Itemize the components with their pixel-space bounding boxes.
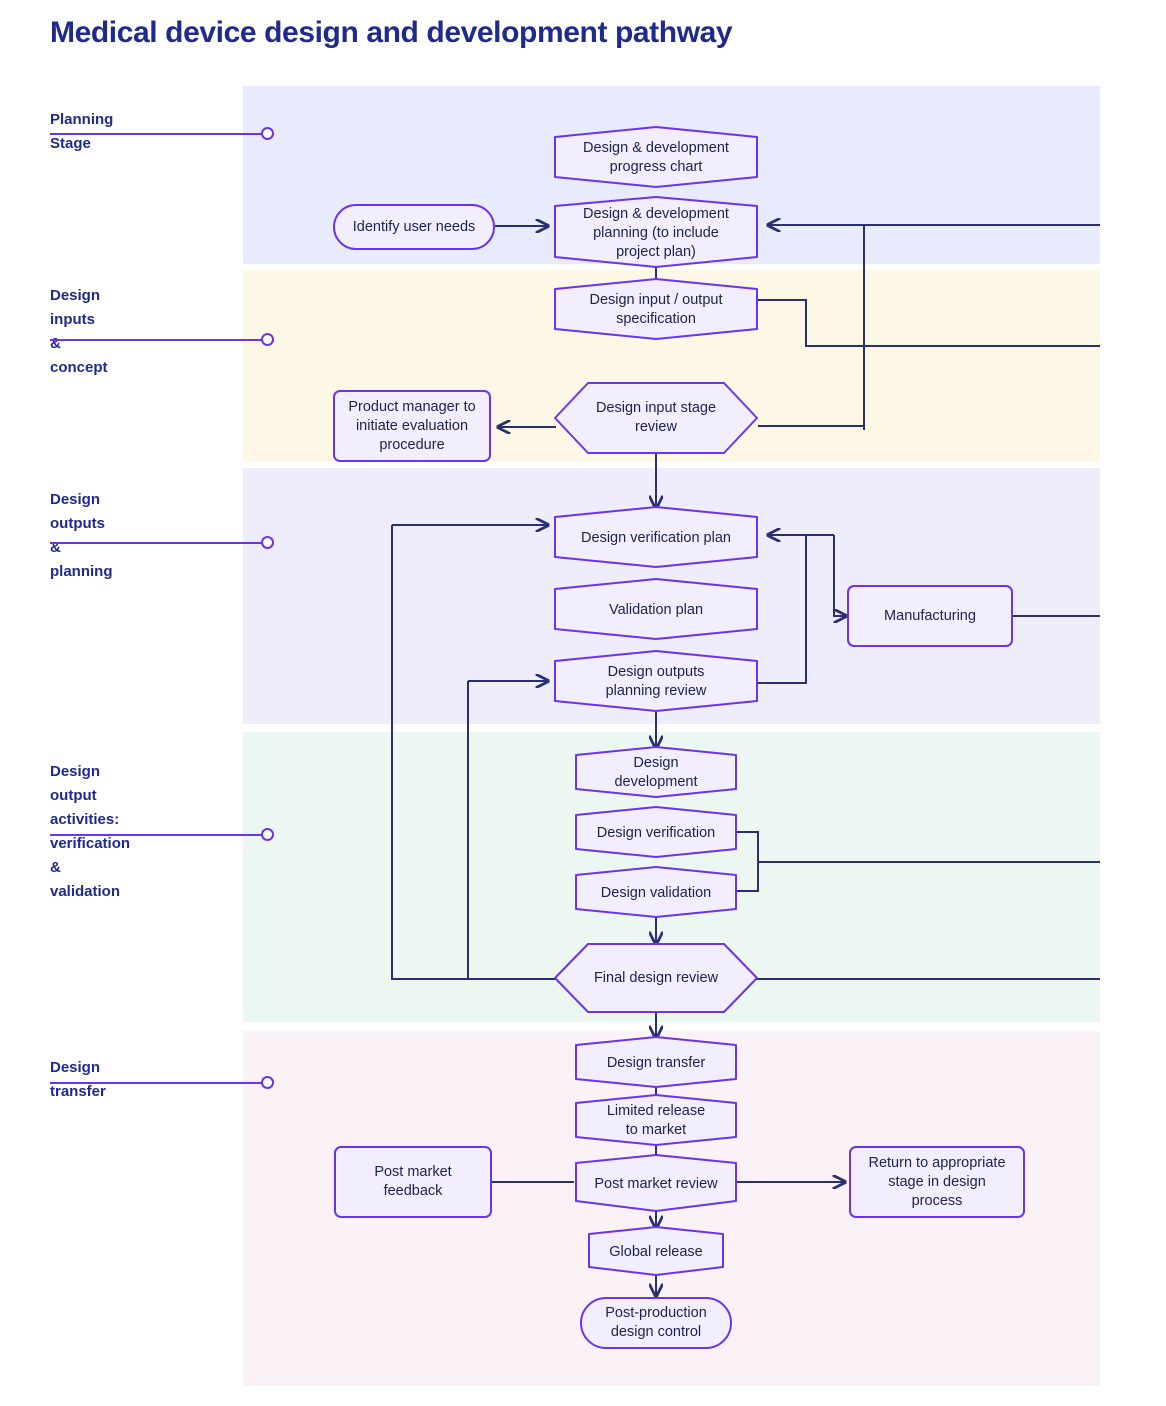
node-label: Post market review [594,1175,718,1192]
node-label: Product manager to initiate evaluation p… [348,398,476,453]
node-label: Post-production design control [605,1305,707,1340]
node-design-transfer[interactable]: Design transfer [575,1036,737,1088]
node-global-release[interactable]: Global release [588,1226,724,1276]
node-design-outputs-planning-review[interactable]: Design outputs planning review [554,650,758,712]
node-label: Global release [609,1243,703,1260]
node-label: Validation plan [608,601,704,618]
stage-marker-dot [261,333,274,346]
node-label: Identify user needs [352,218,476,235]
stage-label-text: Planning Stage [50,111,114,152]
stage-leader-line [50,542,262,544]
wire-finalreview-feedback-a [391,525,556,980]
wire-finalreview-feedback-b [467,681,556,980]
node-design-validation[interactable]: Design validation [575,866,737,918]
stage-label-text: Design transfer [50,1059,106,1100]
node-identify-user-needs[interactable]: Identify user needs [333,204,495,250]
node-manufacturing[interactable]: Manufacturing [847,585,1013,647]
node-post-market-review[interactable]: Post market review [575,1154,737,1212]
node-label: Design validation [600,884,712,901]
node-label: Return to appropriate stage in design pr… [868,1154,1006,1209]
node-label: Design verification [596,824,716,841]
node-validation-plan[interactable]: Validation plan [554,578,758,640]
stage-leader-line [50,834,262,836]
node-return-to-stage[interactable]: Return to appropriate stage in design pr… [849,1146,1025,1218]
node-label: Design transfer [606,1054,706,1071]
wire-outputsreview-to-verifplan [758,535,807,684]
node-label: Design input stage review [595,400,717,435]
node-post-production-design-control[interactable]: Post-production design control [580,1297,732,1349]
node-label: Final design review [593,969,719,986]
node-final-design-review[interactable]: Final design review [554,943,758,1013]
node-design-input-stage-review[interactable]: Design input stage review [554,382,758,454]
node-label: Design & development planning (to includ… [583,205,729,260]
stage-marker-dot [261,127,274,140]
stage-marker-dot [261,536,274,549]
node-io-spec[interactable]: Design input / output specification [554,278,758,340]
node-label: Design outputs planning review [605,664,707,699]
node-progress-chart[interactable]: Design & development progress chart [554,126,758,188]
stage-leader-line [50,339,262,341]
node-label: Limited release to market [606,1103,706,1138]
node-label: Design development [614,755,698,790]
node-label: Design verification plan [581,529,731,546]
stage-label-text: Design inputs & concept [50,287,108,376]
node-label: Design input / output specification [589,292,723,327]
node-design-verification-plan[interactable]: Design verification plan [554,506,758,568]
page-title: Medical device design and development pa… [50,16,733,49]
node-dd-planning[interactable]: Design & development planning (to includ… [554,196,758,268]
stage-leader-line [50,1082,262,1084]
wire-verif-valid-bracket [737,831,759,892]
node-label: Manufacturing [884,607,976,624]
node-post-market-feedback[interactable]: Post market feedback [334,1146,492,1218]
stage-marker-dot [261,828,274,841]
node-design-development[interactable]: Design development [575,746,737,798]
stage-leader-line [50,133,262,135]
stage-marker-dot [261,1076,274,1089]
wire-to-manufacturing [833,535,846,616]
node-label: Design & development progress chart [583,140,729,175]
node-limited-release[interactable]: Limited release to market [575,1094,737,1146]
stage-label-text: Design output activities: verification &… [50,763,131,900]
node-design-verification[interactable]: Design verification [575,806,737,858]
node-label: Post market feedback [374,1164,452,1199]
stage-label-text: Design outputs & planning [50,491,113,580]
wire-iospec-right [758,299,1100,347]
node-product-manager[interactable]: Product manager to initiate evaluation p… [333,390,491,462]
